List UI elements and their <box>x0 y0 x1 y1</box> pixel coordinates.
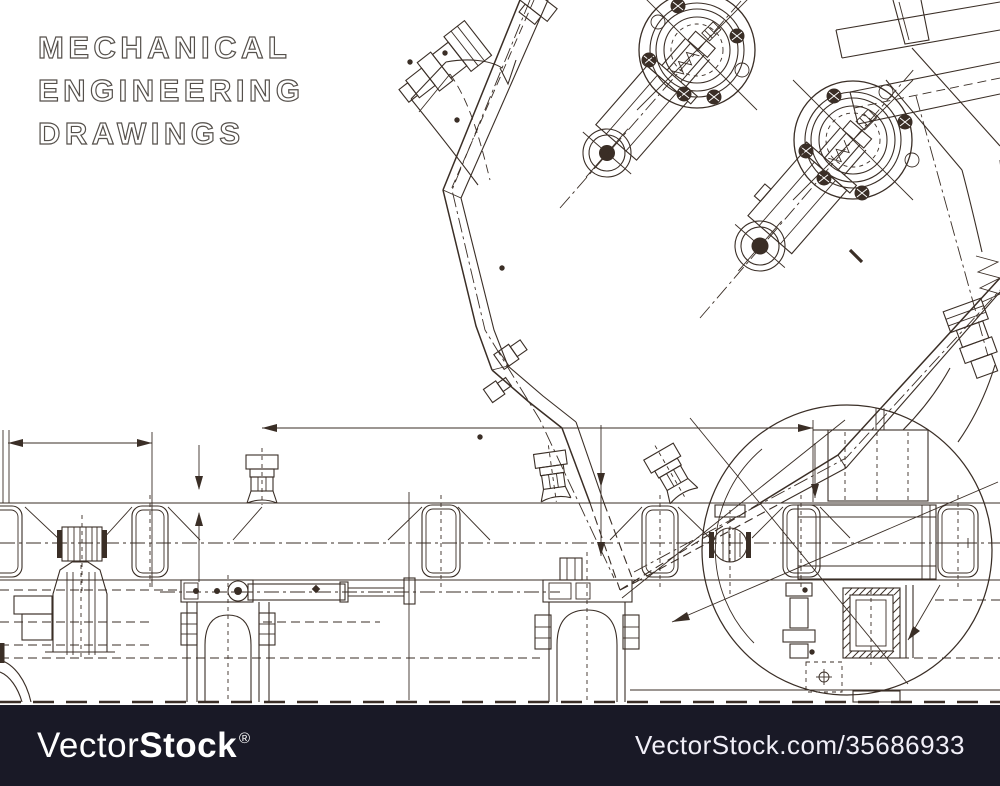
bolt-heads <box>641 0 745 105</box>
top-left-valve <box>398 0 558 186</box>
attribution-url: VectorStock.com/35686933 <box>635 730 965 760</box>
title-line-3: DRAWINGS <box>38 116 245 151</box>
logo-prefix: Vector <box>37 725 140 765</box>
machine-bed <box>0 430 1000 704</box>
registered-mark: ® <box>239 729 251 747</box>
vectorstock-logo: VectorStock® <box>37 726 251 766</box>
angled-plate <box>442 0 1000 591</box>
valve-stem-3 <box>643 442 699 505</box>
valve-stem-1 <box>245 448 279 505</box>
pillar-support-1 <box>180 575 276 702</box>
hydraulic-cylinder-rod <box>160 492 560 700</box>
engineering-drawing <box>0 0 1000 704</box>
reference-dots <box>407 50 815 655</box>
bearing-block-left <box>57 515 107 595</box>
dimension-lines <box>8 420 999 641</box>
bed-supports <box>0 495 979 588</box>
title-line-2: ENGINEERING <box>38 73 305 108</box>
watermark-bar: VectorStock® VectorStock.com/35686933 <box>0 705 1000 786</box>
top-right-bars <box>835 0 1000 443</box>
circle-assembly <box>621 404 993 703</box>
valve-actuator-1 <box>582 30 716 178</box>
valve-stem-2 <box>532 445 572 503</box>
valve-actuator-2 <box>734 119 873 272</box>
pillar-support-2 <box>534 552 640 702</box>
left-tower-support <box>13 561 115 660</box>
title-line-1: MECHANICAL <box>38 30 291 65</box>
logo-bold: Stock <box>139 725 238 765</box>
page-title: MECHANICAL ENGINEERING DRAWINGS <box>37 29 305 151</box>
